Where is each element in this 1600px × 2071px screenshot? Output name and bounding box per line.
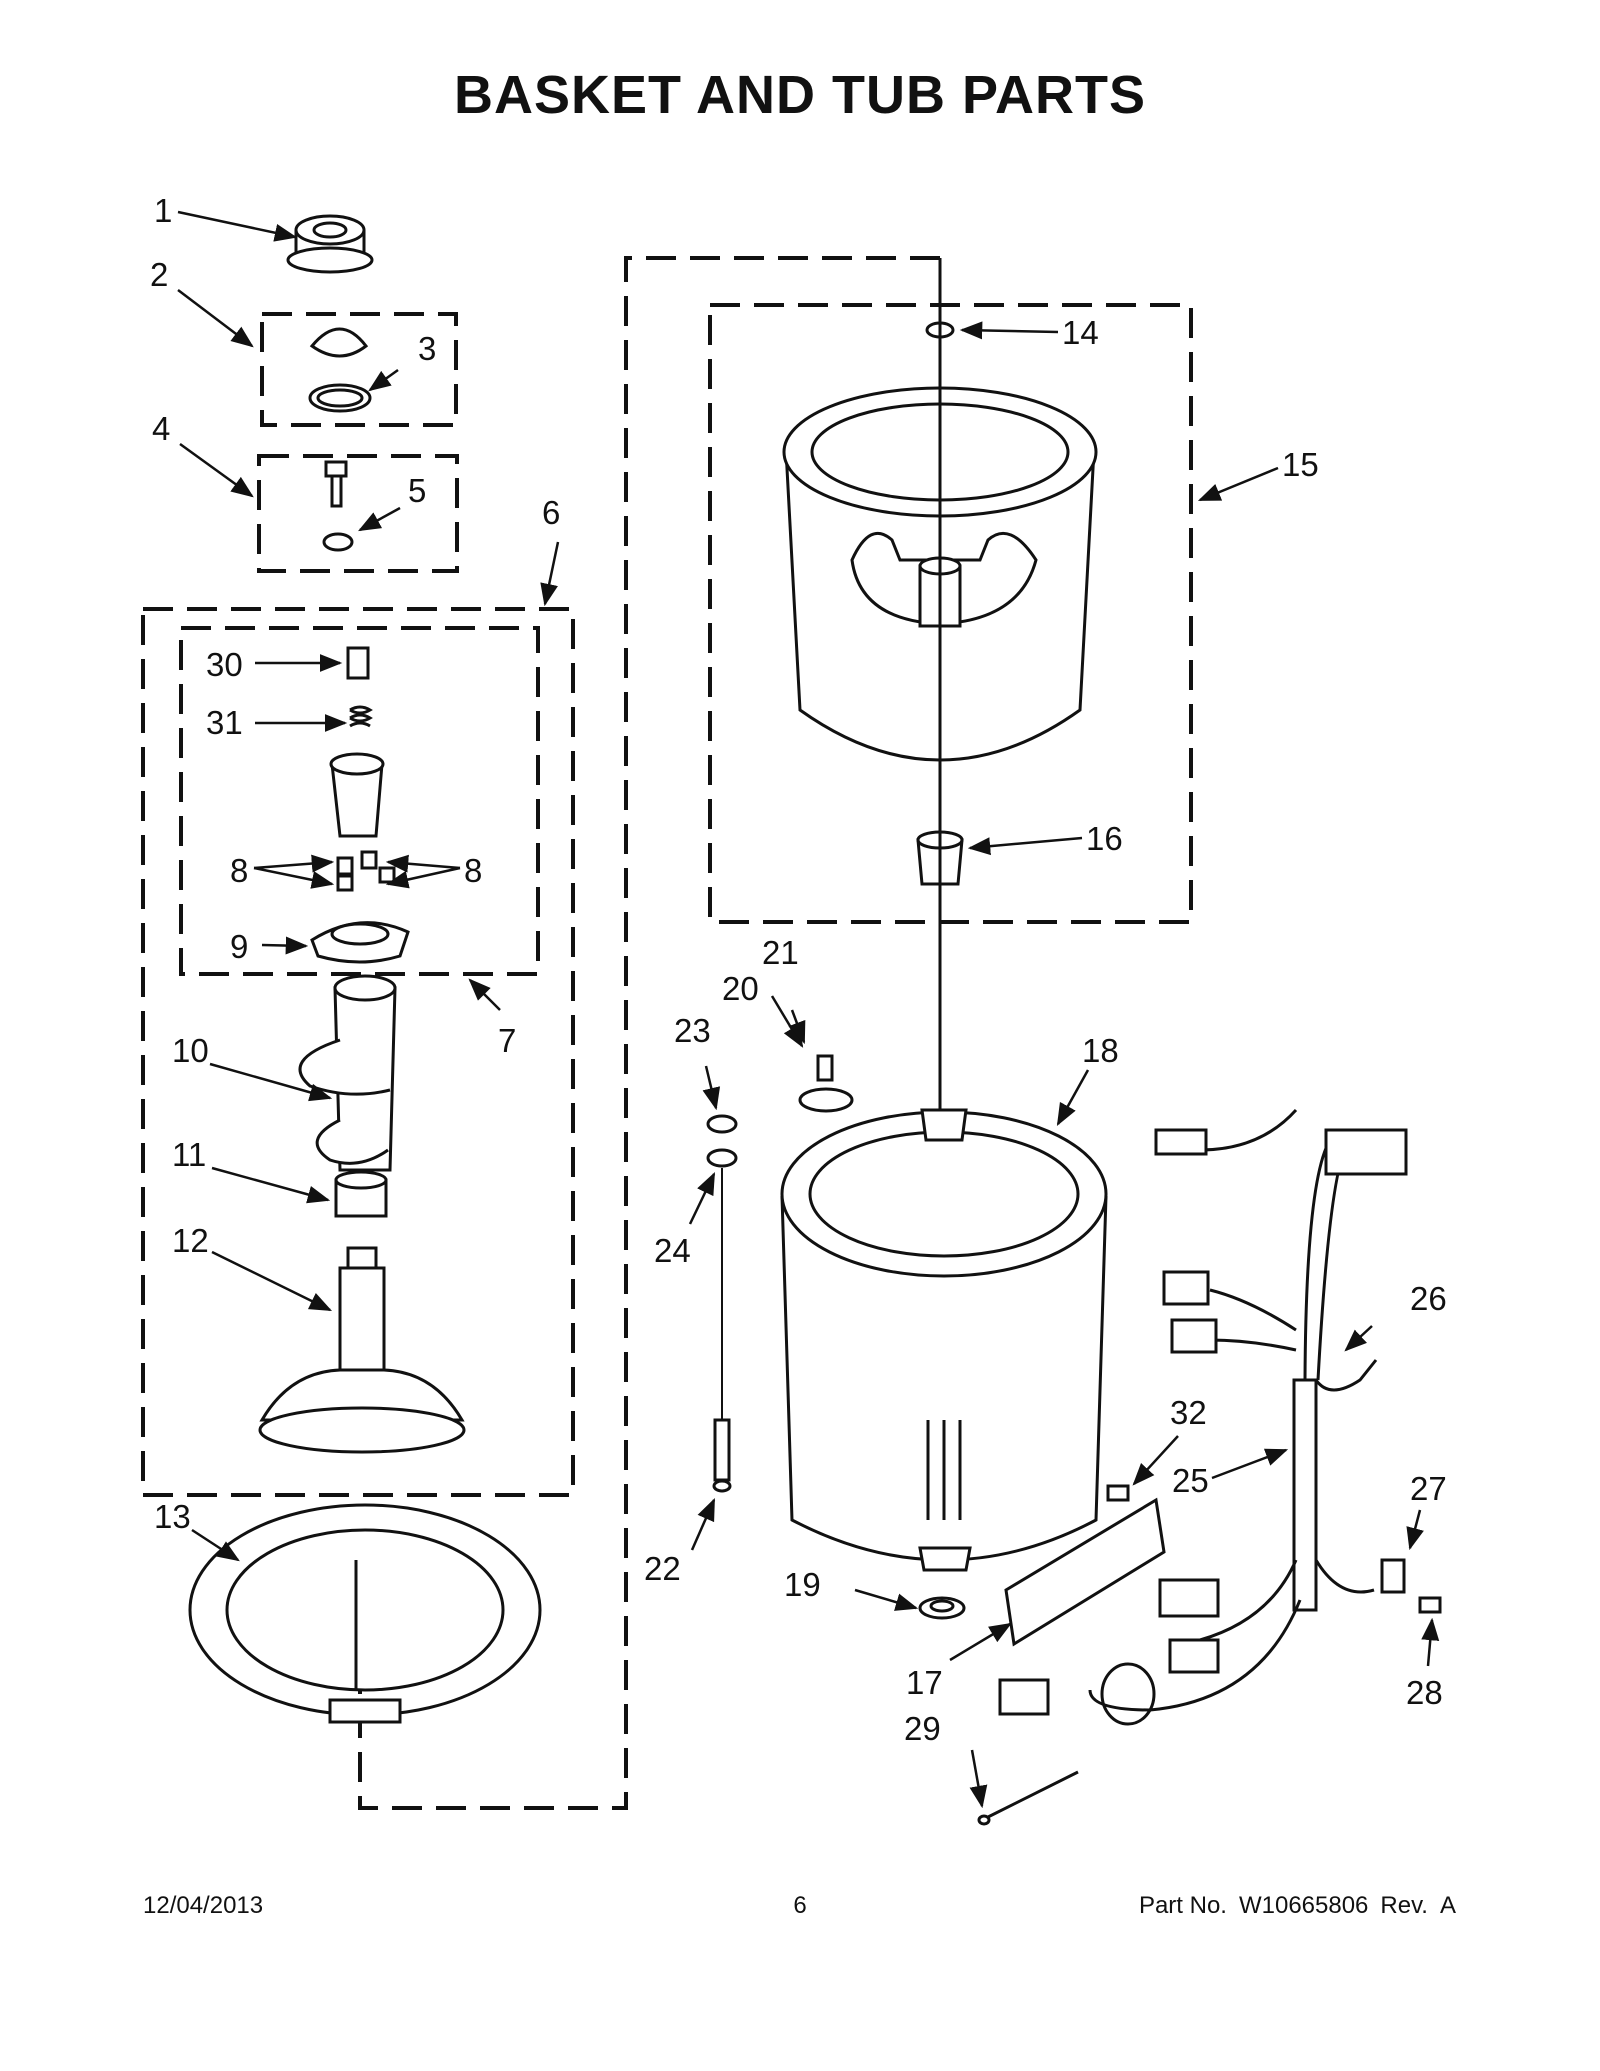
part-3-ring bbox=[308, 327, 372, 413]
group-box-15 bbox=[708, 303, 1193, 924]
part-9-bearing bbox=[310, 921, 410, 964]
dashed-group-boxes bbox=[141, 256, 1193, 1810]
callout-28: 28 bbox=[1406, 1674, 1443, 1711]
callout-20: 20 bbox=[722, 970, 759, 1007]
group-box-2 bbox=[260, 312, 458, 427]
callout-21: 21 bbox=[762, 934, 799, 971]
callout-4: 4 bbox=[152, 410, 170, 447]
callout-8-right: 8 bbox=[464, 852, 482, 889]
parts-27-28-clamp bbox=[1380, 1558, 1442, 1614]
footer-rev: A bbox=[1439, 1892, 1456, 1919]
part-20-21-bracket bbox=[798, 1054, 854, 1113]
part-25-26-wire-harness bbox=[998, 1108, 1408, 1726]
group-outline-basket-assembly bbox=[358, 256, 940, 1810]
part-18-outer-tub bbox=[780, 1108, 1108, 1572]
callout-3: 3 bbox=[418, 330, 436, 367]
callout-18: 18 bbox=[1082, 1032, 1119, 1069]
parts-30-31-agitator-top bbox=[329, 646, 385, 838]
callout-8-left: 8 bbox=[230, 852, 248, 889]
page-title: BASKET AND TUB PARTS bbox=[454, 65, 1146, 125]
callout-29: 29 bbox=[904, 1710, 941, 1747]
part-19-seal bbox=[918, 1596, 966, 1620]
callout-15: 15 bbox=[1282, 446, 1319, 483]
callout-11: 11 bbox=[172, 1136, 206, 1173]
callout-7: 7 bbox=[498, 1022, 516, 1059]
footer-part-number: W10665806 bbox=[1238, 1892, 1369, 1919]
part-29-pin bbox=[977, 1770, 1079, 1826]
callout-13: 13 bbox=[154, 1498, 191, 1535]
group-box-4 bbox=[257, 454, 459, 573]
callout-2: 2 bbox=[150, 256, 168, 293]
callout-10: 10 bbox=[172, 1032, 209, 1069]
part-8-dogs bbox=[336, 850, 396, 892]
part-32-screw bbox=[1106, 1484, 1130, 1502]
callout-5: 5 bbox=[408, 472, 426, 509]
footer-part-label: Part No. bbox=[1138, 1892, 1227, 1919]
callout-25: 25 bbox=[1172, 1462, 1209, 1499]
callout-16: 16 bbox=[1086, 820, 1123, 857]
part-11-hub bbox=[334, 1170, 388, 1218]
part-12-agitator-base bbox=[258, 1246, 466, 1454]
footer-part-info: Part No. W10665806 Rev. A bbox=[1139, 1892, 1456, 1920]
part-5-bolt bbox=[322, 460, 354, 552]
callout-17: 17 bbox=[906, 1664, 943, 1701]
callout-24: 24 bbox=[654, 1232, 691, 1269]
parts-22-23-24-suspension bbox=[706, 1114, 738, 1493]
callout-23: 23 bbox=[674, 1012, 711, 1049]
group-box-7 bbox=[179, 626, 540, 976]
callout-30: 30 bbox=[206, 646, 243, 683]
callout-labels: 1 2 3 4 5 6 7 8 8 9 10 11 12 13 14 15 16… bbox=[150, 192, 1447, 1747]
callout-6: 6 bbox=[542, 494, 560, 531]
callout-32: 32 bbox=[1170, 1394, 1207, 1431]
part-10-auger bbox=[298, 974, 397, 1172]
callout-1: 1 bbox=[154, 192, 172, 229]
part-13-tub-ring bbox=[188, 1503, 542, 1724]
callout-12: 12 bbox=[172, 1222, 209, 1259]
callout-22: 22 bbox=[644, 1550, 681, 1587]
footer-date: 12/04/2013 bbox=[143, 1892, 264, 1919]
callout-9: 9 bbox=[230, 928, 248, 965]
footer-rev-label: Rev. bbox=[1380, 1892, 1428, 1919]
footer-page-number: 6 bbox=[793, 1892, 807, 1919]
leader-arrows bbox=[177, 210, 1440, 1809]
callout-14: 14 bbox=[1062, 314, 1099, 351]
callout-26: 26 bbox=[1410, 1280, 1447, 1317]
part-1-cap bbox=[286, 214, 374, 274]
callout-31: 31 bbox=[206, 704, 243, 741]
callout-27: 27 bbox=[1410, 1470, 1447, 1507]
callout-19: 19 bbox=[784, 1566, 821, 1603]
